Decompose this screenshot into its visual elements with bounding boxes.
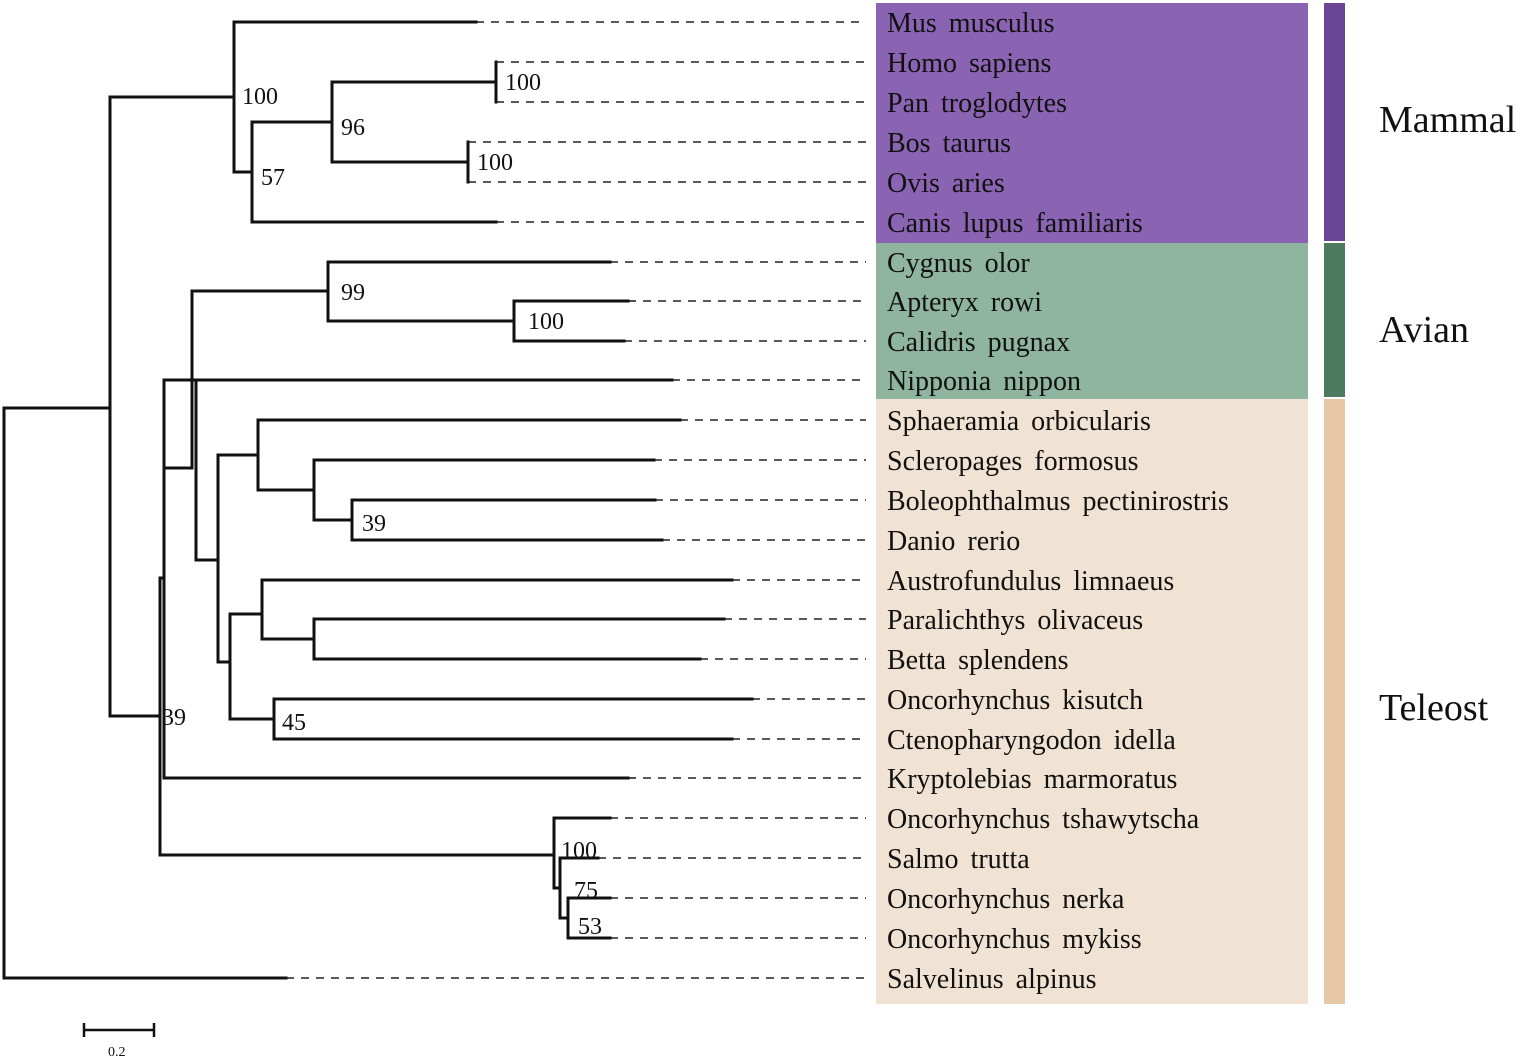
taxon-label: Oncorhynchus nerka [887, 884, 1125, 915]
taxon-label: Scleropages formosus [887, 446, 1139, 477]
mammal-panel [876, 3, 1308, 243]
taxon-label: Canis lupus familiaris [887, 208, 1143, 239]
group-label-teleost: Teleost [1379, 687, 1489, 729]
taxon-label: Cygnus olor [887, 248, 1030, 279]
teleost-panel [876, 399, 1308, 1004]
bootstrap-label: 100 [505, 70, 541, 96]
bootstrap-label: 99 [341, 280, 365, 306]
mammal-band [1324, 3, 1345, 241]
scale-bar-label: 0.2 [108, 1045, 126, 1060]
bootstrap-label: 100 [561, 838, 597, 864]
taxon-label: Danio rerio [887, 526, 1020, 557]
taxon-label: Ovis aries [887, 168, 1005, 199]
taxon-label: Salvelinus alpinus [887, 964, 1097, 995]
taxon-label: Betta splendens [887, 645, 1069, 676]
taxon-label: Ctenopharyngodon idella [887, 725, 1176, 756]
taxon-label: Pan troglodytes [887, 88, 1067, 119]
bootstrap-label: 39 [162, 705, 186, 731]
bootstrap-label: 45 [282, 710, 306, 736]
bootstrap-label: 53 [578, 914, 602, 940]
taxon-label: Mus musculus [887, 8, 1055, 39]
taxon-label: Oncorhynchus kisutch [887, 685, 1143, 716]
taxon-label: Calidris pugnax [887, 327, 1070, 358]
group-label-avian: Avian [1379, 309, 1469, 351]
taxon-label: Oncorhynchus mykiss [887, 924, 1142, 955]
taxon-label: Nipponia nippon [887, 366, 1081, 397]
group-label-mammal: Mammal [1379, 99, 1516, 141]
taxon-label: Kryptolebias marmoratus [887, 764, 1177, 795]
taxon-label: Oncorhynchus tshawytscha [887, 804, 1200, 835]
bootstrap-label: 39 [362, 511, 386, 537]
bootstrap-values: 100 100 96 100 57 99 100 39 45 39 100 75… [162, 70, 602, 940]
taxon-label: Austrofundulus limnaeus [887, 566, 1174, 597]
teleost-band [1324, 399, 1345, 1004]
bootstrap-label: 57 [261, 165, 285, 191]
taxon-label: Homo sapiens [887, 48, 1051, 79]
scale-bar: 0.2 [82, 1023, 156, 1060]
tree-branches [2, 20, 754, 980]
avian-band [1324, 243, 1345, 397]
taxon-labels: Mus musculus Homo sapiens Pan troglodyte… [887, 8, 1229, 995]
bootstrap-label: 75 [574, 878, 598, 904]
bootstrap-label: 100 [528, 309, 564, 335]
taxon-label: Boleophthalmus pectinirostris [887, 486, 1229, 517]
bootstrap-label: 100 [242, 84, 278, 110]
taxon-label: Apteryx rowi [887, 287, 1042, 318]
bootstrap-label: 100 [477, 150, 513, 176]
bootstrap-label: 96 [341, 115, 365, 141]
taxon-label: Sphaeramia orbicularis [887, 406, 1151, 437]
taxon-label: Bos taurus [887, 128, 1011, 159]
taxon-label: Paralichthys olivaceus [887, 605, 1143, 636]
tip-guides [286, 21, 866, 979]
avian-panel [876, 243, 1308, 399]
taxon-label: Salmo trutta [887, 844, 1030, 875]
